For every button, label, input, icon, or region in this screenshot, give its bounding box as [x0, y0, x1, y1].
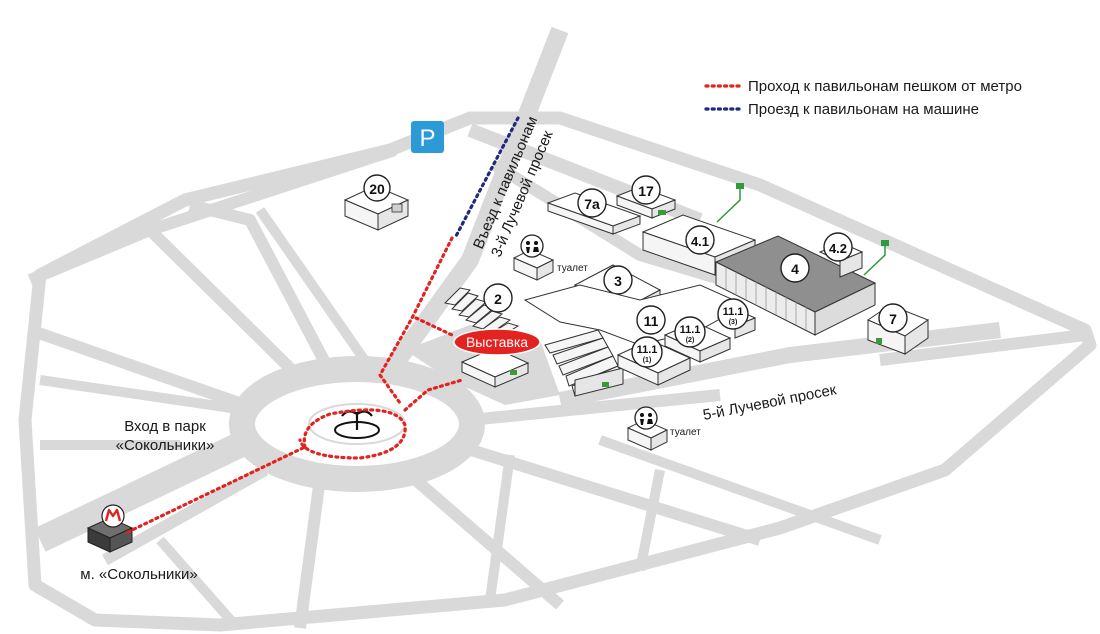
pavilion-11-1-first-label: 11.1 — [637, 344, 658, 356]
pavilion-4-1-label: 4.1 — [691, 234, 709, 249]
pavilion-11-1-second-label: 11.1 — [680, 324, 701, 336]
exhibition-badge[interactable]: Выставка — [453, 328, 541, 356]
legend-walk-label: Проход к павильонам пешком от метро — [748, 78, 1022, 95]
toilet-south[interactable]: туалет — [626, 406, 701, 451]
metro-station[interactable] — [86, 504, 134, 553]
pavilion-4-2[interactable]: 4.2 — [818, 232, 864, 278]
pavilion-11-1-third-sub: (3) — [729, 319, 738, 326]
pavilion-4[interactable]: 4 — [714, 235, 877, 336]
metro-m-icon — [101, 504, 125, 528]
pavilion-11-1-first[interactable]: 11.1 (1) — [616, 336, 692, 386]
toilet-icon — [520, 234, 544, 258]
pavilion-17-label: 17 — [638, 183, 654, 199]
exhibition-label: Выставка — [466, 334, 528, 350]
pavilion-7-label: 7 — [889, 311, 897, 327]
pavilion-7a-label: 7а — [584, 196, 600, 212]
walk-route — [126, 236, 464, 534]
toilet-icon — [634, 406, 658, 430]
parking-icon: P — [419, 125, 435, 152]
toilet-south-label: туалет — [670, 427, 701, 438]
drive-route — [453, 116, 520, 240]
toilet-north[interactable]: туалет — [512, 234, 588, 281]
pavilion-17[interactable]: 17 — [615, 175, 677, 219]
pavilion-11-1-second-sub: (2) — [686, 337, 695, 344]
park-entrance-line2: «Сокольники» — [116, 437, 215, 454]
pavilion-20[interactable]: 20 — [343, 174, 410, 231]
pavilion-3-label: 3 — [614, 273, 622, 289]
pavilion-11-1-third[interactable]: 11.1 (3) — [716, 298, 757, 339]
pavilion-11-1-third-label: 11.1 — [723, 306, 744, 318]
road-network — [18, 26, 1097, 632]
pavilion-4-2-label: 4.2 — [829, 241, 847, 256]
park-entrance-line1: Вход в парк — [124, 418, 206, 435]
toilet-north-label: туалет — [557, 263, 588, 274]
pavilion-7a[interactable]: 7а — [546, 188, 642, 235]
pavilion-2-label: 2 — [494, 291, 502, 307]
lane5-label: 5-й Лучевой просек — [702, 381, 839, 424]
pavilion-4-label: 4 — [791, 261, 799, 277]
legend: Проход к павильонам пешком от метро Прое… — [704, 78, 1022, 118]
flag-icon — [863, 240, 889, 276]
pavilion-11-label: 11 — [644, 313, 659, 329]
flag-icon — [716, 183, 744, 223]
legend-drive-label: Проезд к павильонам на машине — [748, 101, 979, 118]
metro-label: м. «Сокольники» — [80, 566, 197, 583]
pavilion-11-1-first-sub: (1) — [643, 357, 652, 364]
pavilion-20-label: 20 — [369, 181, 385, 197]
pavilion-7[interactable]: 7 — [866, 303, 930, 355]
pavilion-11-1-second[interactable]: 11.1 (2) — [663, 316, 732, 363]
parking-sign[interactable]: P — [411, 121, 444, 153]
